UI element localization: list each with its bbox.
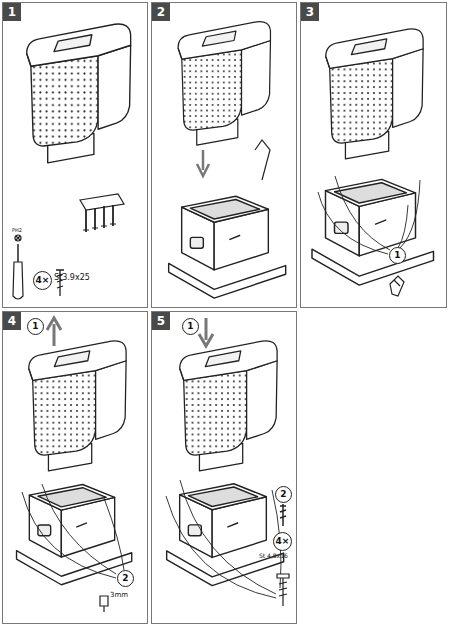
step-number: 5 [152, 312, 170, 330]
step1-art [13, 24, 131, 299]
step-number: 4 [3, 312, 21, 330]
callout-circle: 1 [27, 318, 44, 335]
step4-art [17, 318, 132, 612]
part-label: St 4,8x16 [259, 553, 288, 559]
step-number: 1 [3, 3, 21, 21]
part-label: St3.9x25 [54, 274, 90, 282]
step-panel: 1 4× [2, 2, 148, 308]
callout-circle: 4× [273, 532, 292, 551]
callout-number: 2 [280, 490, 286, 499]
callout-circle: 4× [33, 271, 52, 290]
step2-art [169, 22, 286, 299]
step-number: 2 [152, 3, 170, 21]
step-panel: 31 [300, 2, 447, 308]
step-panel: 4 1 2 [2, 311, 148, 624]
callout-number: 1 [394, 251, 400, 260]
callout-number: 2 [122, 574, 128, 583]
step3-art [312, 29, 434, 296]
step-number: 3 [301, 3, 319, 21]
callout-number: 4× [276, 537, 290, 546]
part-label: 3mm [110, 592, 128, 599]
step5-art [166, 318, 289, 606]
callout-circle: 2 [275, 486, 292, 503]
callout-circle: 2 [117, 570, 134, 587]
callout-circle: 1 [389, 247, 406, 264]
step-panel: 5 1 2 4× [151, 311, 297, 624]
callout-number: 4× [36, 276, 50, 285]
callout-number: 1 [187, 322, 193, 331]
callout-number: 1 [32, 322, 38, 331]
part-label: PH2 [12, 228, 22, 233]
callout-circle: 1 [182, 318, 199, 335]
step-panel: 2 [151, 2, 297, 308]
